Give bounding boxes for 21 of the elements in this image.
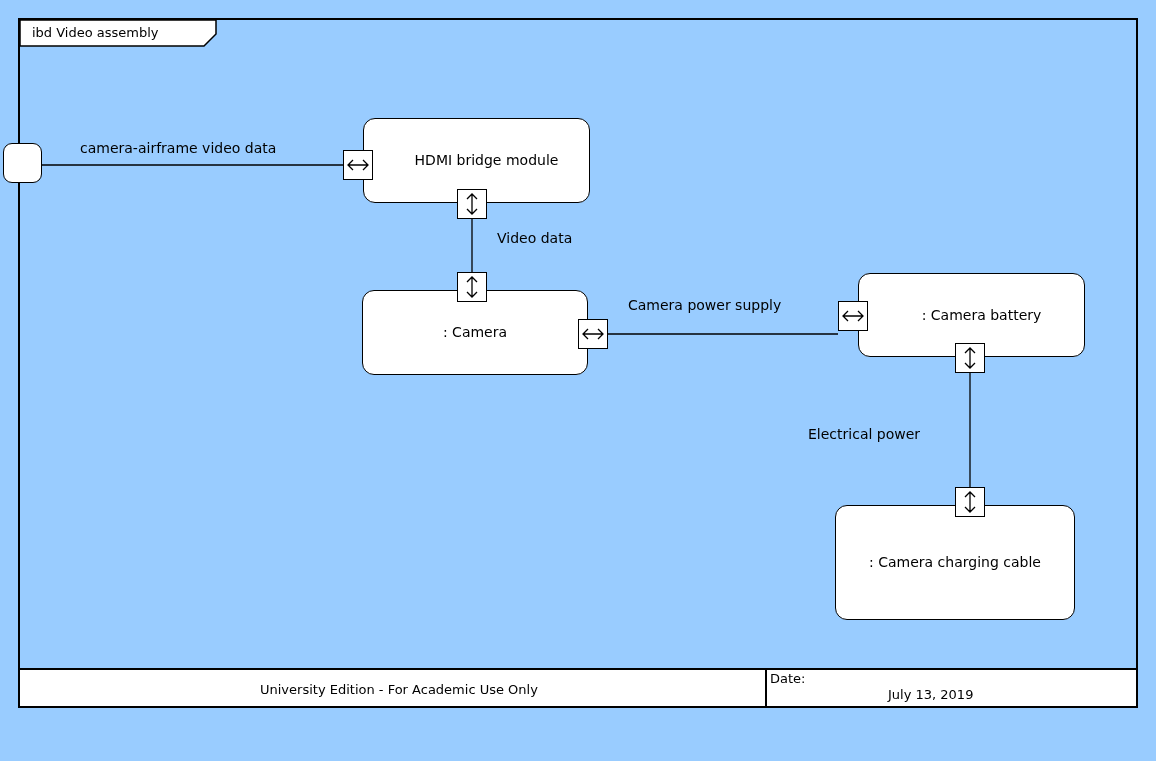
part-box	[362, 290, 588, 375]
part-name: : Camera	[441, 323, 509, 342]
footer-note: University Edition - For Academic Use Only	[260, 682, 538, 697]
edge-label: camera-airframe video data	[80, 140, 277, 156]
edge-label: Electrical power	[808, 426, 921, 442]
date-value: July 13, 2019	[888, 687, 974, 702]
diagram-title: ibd Video assembly	[32, 25, 159, 40]
part-name: : Camera charging cable	[868, 553, 1042, 572]
part-box	[858, 273, 1085, 357]
part-box	[835, 505, 1075, 620]
connector-line	[41, 164, 344, 166]
connector-line	[471, 218, 473, 273]
part-name: HDMI bridge module	[413, 151, 560, 170]
edge-label: Camera power supply	[628, 297, 782, 313]
part-name: : Camera battery	[920, 305, 1043, 325]
boundary-port	[3, 143, 42, 183]
connector-line	[969, 372, 971, 488]
connector-line	[607, 333, 839, 335]
date-label: Date:	[770, 671, 806, 686]
edge-label: Video data	[497, 230, 573, 246]
part-box	[363, 118, 590, 203]
